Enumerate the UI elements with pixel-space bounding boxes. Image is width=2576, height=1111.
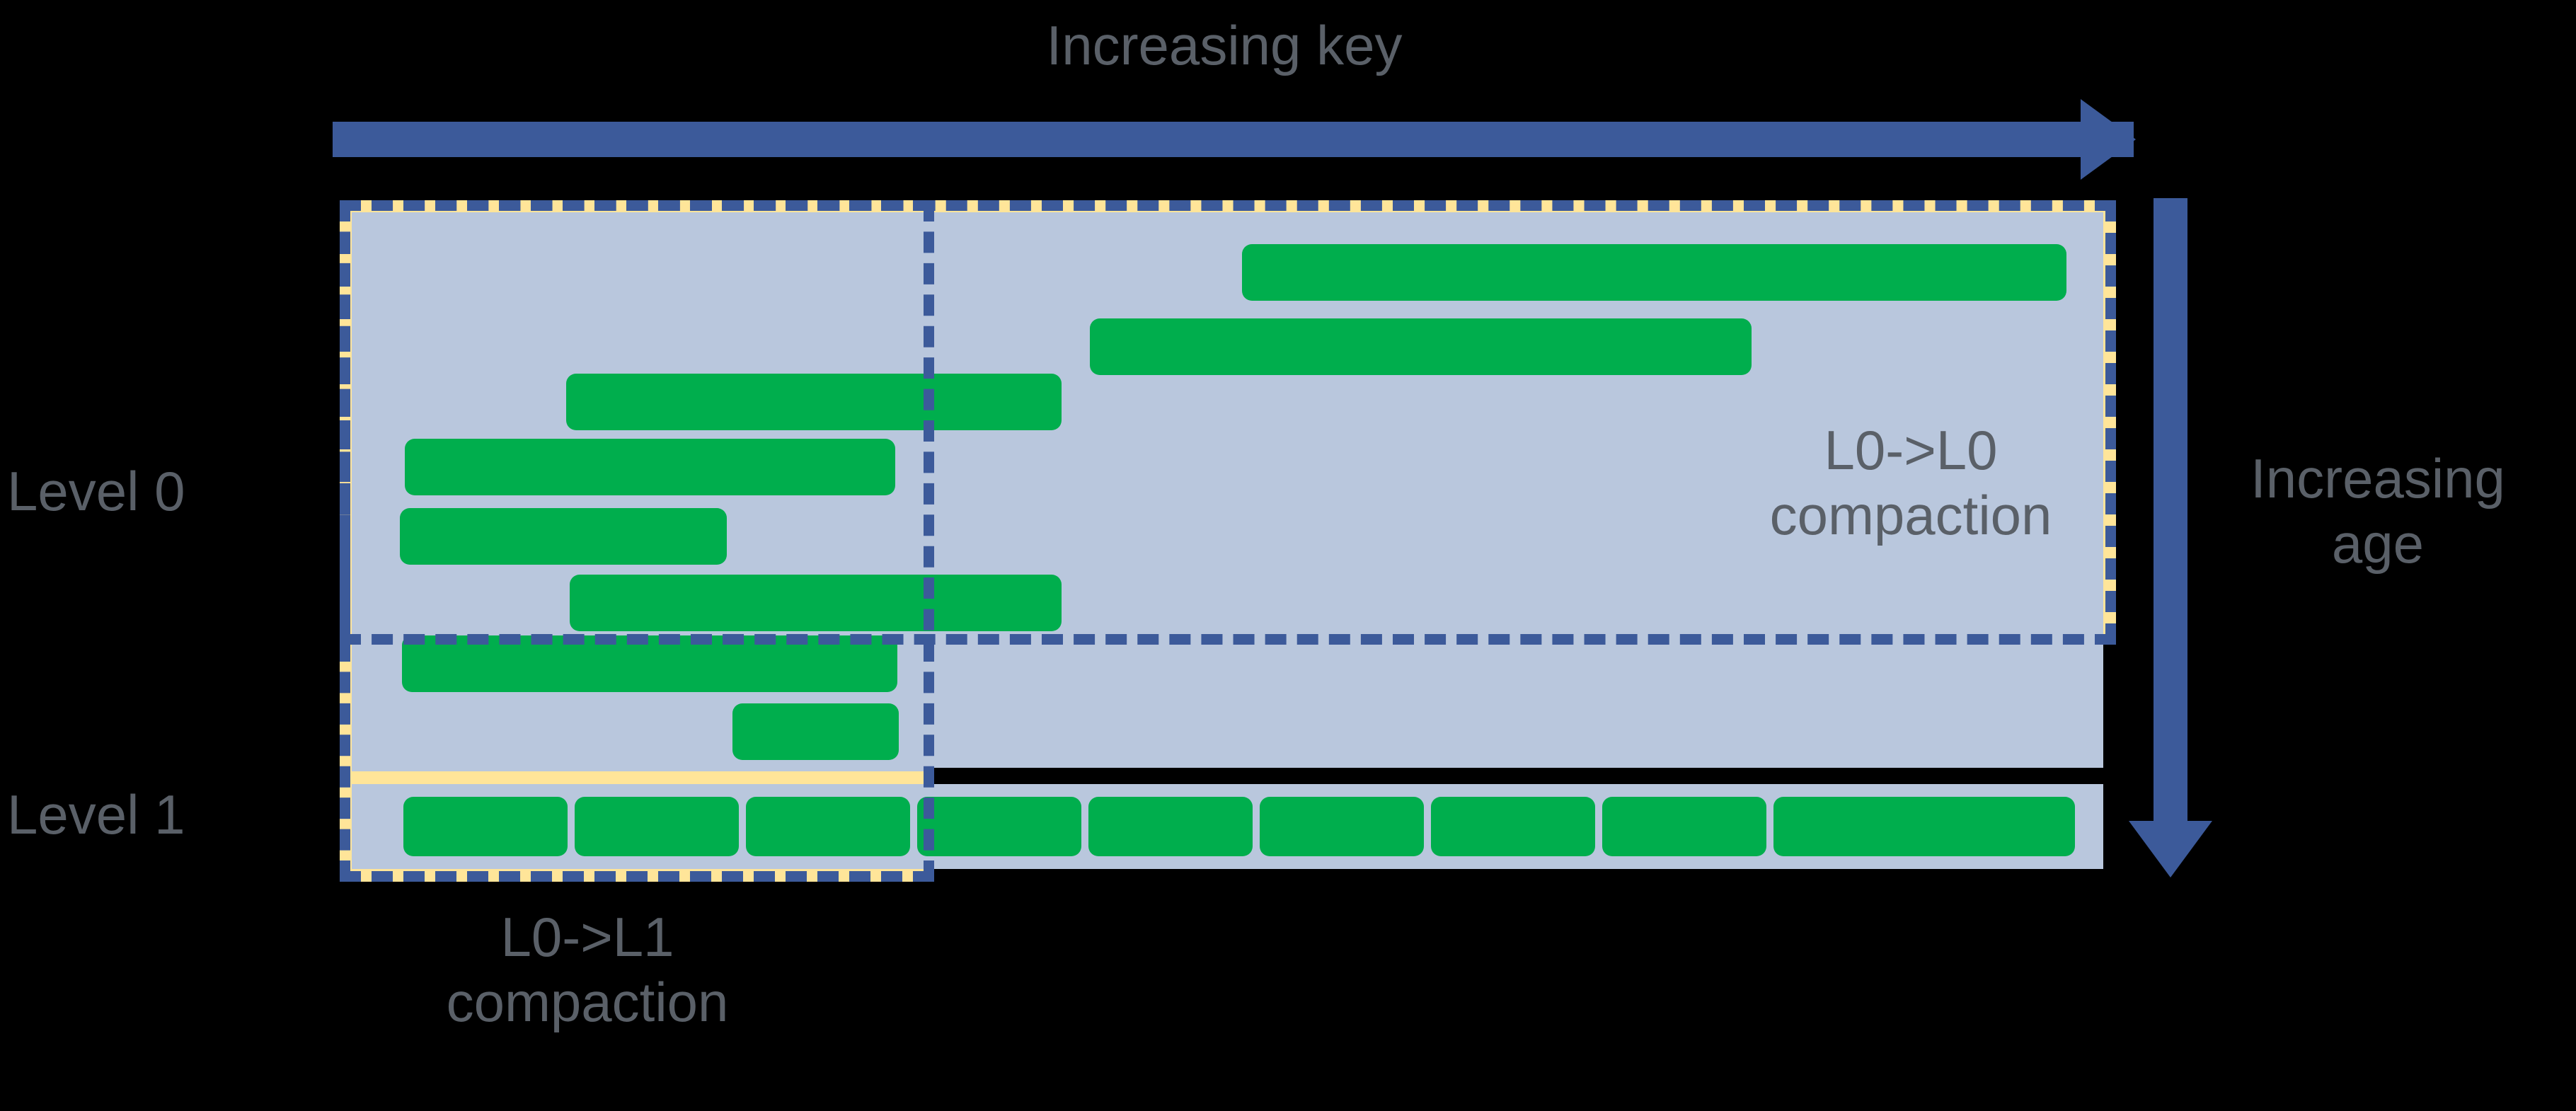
level-1-sstable-6 <box>1431 797 1595 856</box>
level-1-sstable-0 <box>403 797 568 856</box>
level-0-sstable-5 <box>570 575 1062 631</box>
l0-to-l1-compaction-selection-box[interactable] <box>340 200 934 882</box>
level-1-sstable-7 <box>1602 797 1766 856</box>
level-1-sstable-9 <box>1911 797 2075 856</box>
level-0-sstable-3 <box>405 439 895 495</box>
down-arrow-icon <box>2129 821 2212 877</box>
level-0-sstable-0 <box>1242 244 2066 301</box>
level-0-sstable-1 <box>1090 318 1752 375</box>
level-0-sstable-4 <box>400 508 727 565</box>
level-1-sstable-3 <box>917 797 1081 856</box>
increasing-key-arrow-shaft <box>333 122 2134 157</box>
level-1-sstable-1 <box>575 797 739 856</box>
level-1-label: Level 1 <box>7 783 185 846</box>
increasing-key-label: Increasing key <box>1046 14 1403 76</box>
increasing-age-arrow-shaft <box>2154 198 2187 835</box>
level-0-sstable-2 <box>566 374 1062 430</box>
level-divider-line <box>924 768 2104 782</box>
level-1-sstable-5 <box>1260 797 1424 856</box>
right-arrow-icon <box>2081 99 2136 180</box>
level-1-sstable-2 <box>746 797 910 856</box>
l0-to-l1-compaction-label: L0->L1 compaction <box>446 906 729 1034</box>
l0-to-l0-compaction-label: L0->L0 compaction <box>1769 419 2052 547</box>
level-1-sstable-8 <box>1773 797 1938 856</box>
increasing-age-label: Increasing age <box>2250 447 2505 575</box>
level-0-sstable-7 <box>732 703 899 760</box>
level-1-sstable-4 <box>1088 797 1253 856</box>
level-0-sstable-6 <box>402 635 897 692</box>
level-0-label: Level 0 <box>7 460 185 522</box>
